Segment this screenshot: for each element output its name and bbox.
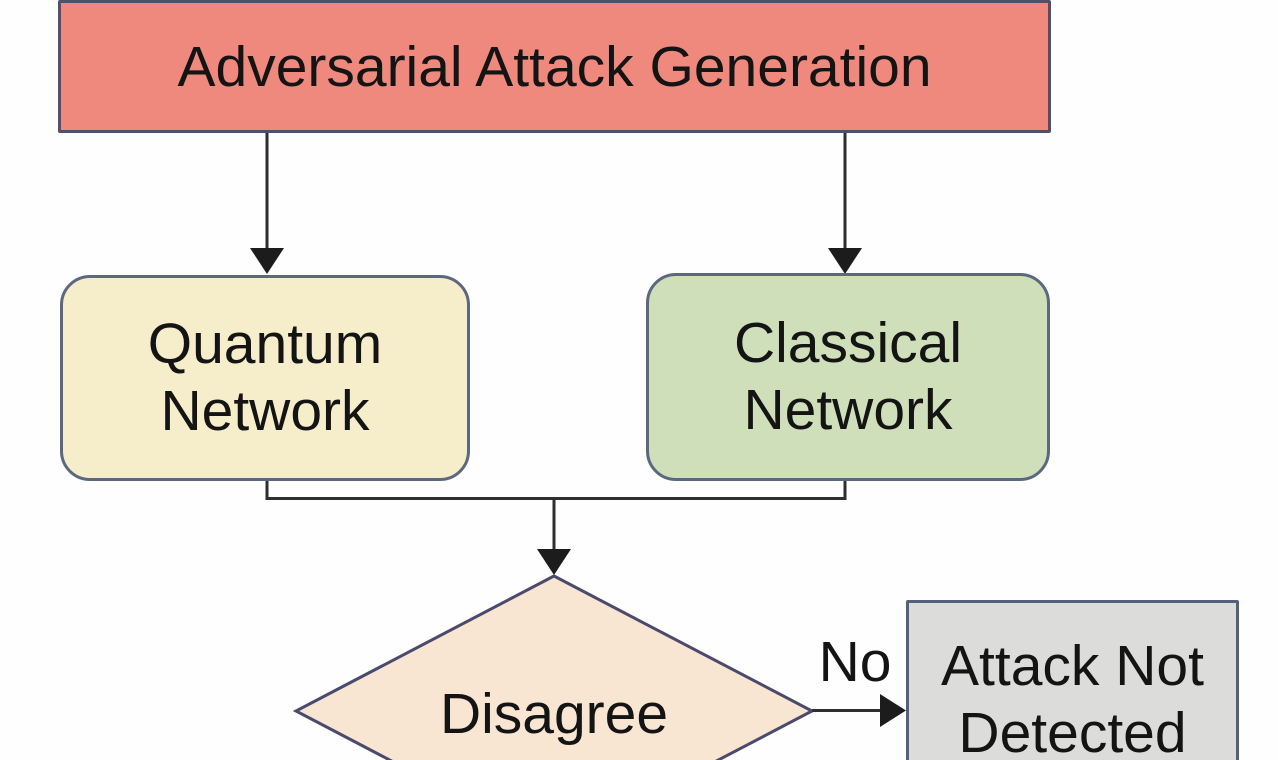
arrow-disagree-to-notdetected — [812, 694, 906, 727]
node-label: Adversarial Attack Generation — [177, 34, 932, 99]
node-label-line1: Attack Not — [941, 634, 1204, 698]
arrow-attack-to-quantum — [250, 133, 284, 274]
node-classical-network: Classical Network — [646, 273, 1050, 481]
arrowhead-down-icon — [250, 248, 284, 274]
node-label-line1: Quantum — [147, 312, 383, 376]
node-label-line2: Network — [743, 378, 953, 442]
edge-label-no: No — [818, 630, 892, 694]
connector-networks-to-disagree — [265, 480, 847, 575]
arrowhead-down-icon — [537, 549, 571, 575]
arrow-attack-to-classical — [828, 133, 862, 274]
node-adversarial-attack-generation: Adversarial Attack Generation — [58, 0, 1051, 133]
node-attack-not-detected: Attack Not Detected — [906, 600, 1239, 760]
node-disagree-label: Disagree — [439, 682, 669, 746]
node-quantum-network: Quantum Network — [60, 275, 470, 481]
arrowhead-down-icon — [828, 248, 862, 274]
node-label-line2: Detected — [958, 701, 1187, 760]
node-label-line1: Classical — [733, 311, 963, 375]
node-label-line2: Network — [160, 379, 370, 443]
arrowhead-right-icon — [880, 694, 906, 727]
